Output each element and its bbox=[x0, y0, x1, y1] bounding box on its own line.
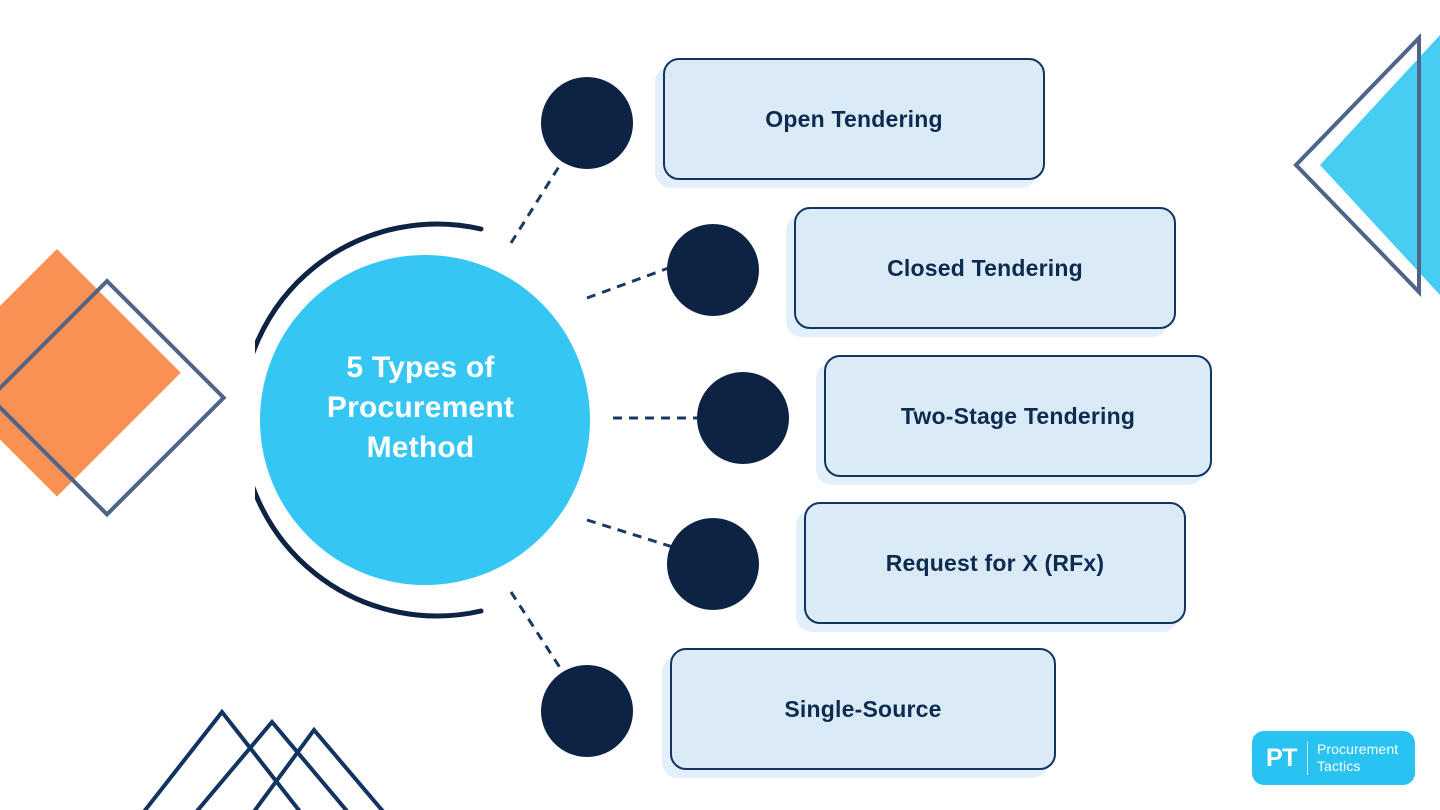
hub-inner-circle bbox=[260, 255, 590, 585]
item-label-3: Two-Stage Tendering bbox=[900, 402, 1136, 429]
node-dot-1[interactable] bbox=[541, 77, 633, 169]
node-dot-4[interactable] bbox=[667, 518, 759, 610]
brand-logo[interactable]: PT Procurement Tactics bbox=[1252, 731, 1415, 785]
logo-word-line-2: Tactics bbox=[1316, 758, 1361, 774]
item-label-4: Request for X (RFx) bbox=[885, 549, 1105, 576]
item-box-single-source[interactable]: Single-Source bbox=[670, 648, 1056, 770]
hub-outer-arc bbox=[255, 221, 484, 619]
hub-title-line-1: 5 Types of bbox=[346, 351, 495, 384]
hub-title-line-3: Method bbox=[366, 430, 475, 464]
item-label-1: Open Tendering bbox=[765, 105, 943, 132]
node-dot-2[interactable] bbox=[667, 224, 759, 316]
connector-line-1 bbox=[509, 156, 567, 244]
node-dot-3[interactable] bbox=[697, 372, 789, 464]
item-box-open-tendering[interactable]: Open Tendering bbox=[663, 58, 1045, 180]
logo-divider bbox=[1306, 741, 1308, 775]
hub-title-line-2: Procurement bbox=[326, 390, 515, 424]
item-box-two-stage-tendering[interactable]: Two-Stage Tendering bbox=[824, 355, 1212, 477]
hub-circle-group bbox=[255, 221, 590, 619]
logo-word-line-1: Procurement bbox=[1316, 741, 1399, 758]
item-box-closed-tendering[interactable]: Closed Tendering bbox=[794, 207, 1176, 329]
item-label-2: Closed Tendering bbox=[887, 254, 1083, 281]
item-box-request-for-x[interactable]: Request for X (RFx) bbox=[804, 502, 1186, 624]
logo-wordmark: Procurement Tactics bbox=[1317, 741, 1398, 774]
hub-title: 5 Types of Procurement Method bbox=[268, 348, 573, 468]
connector-line-5 bbox=[509, 591, 568, 678]
logo-monogram: PT bbox=[1266, 743, 1297, 772]
item-label-5: Single-Source bbox=[784, 695, 942, 722]
node-dot-5[interactable] bbox=[541, 665, 633, 757]
